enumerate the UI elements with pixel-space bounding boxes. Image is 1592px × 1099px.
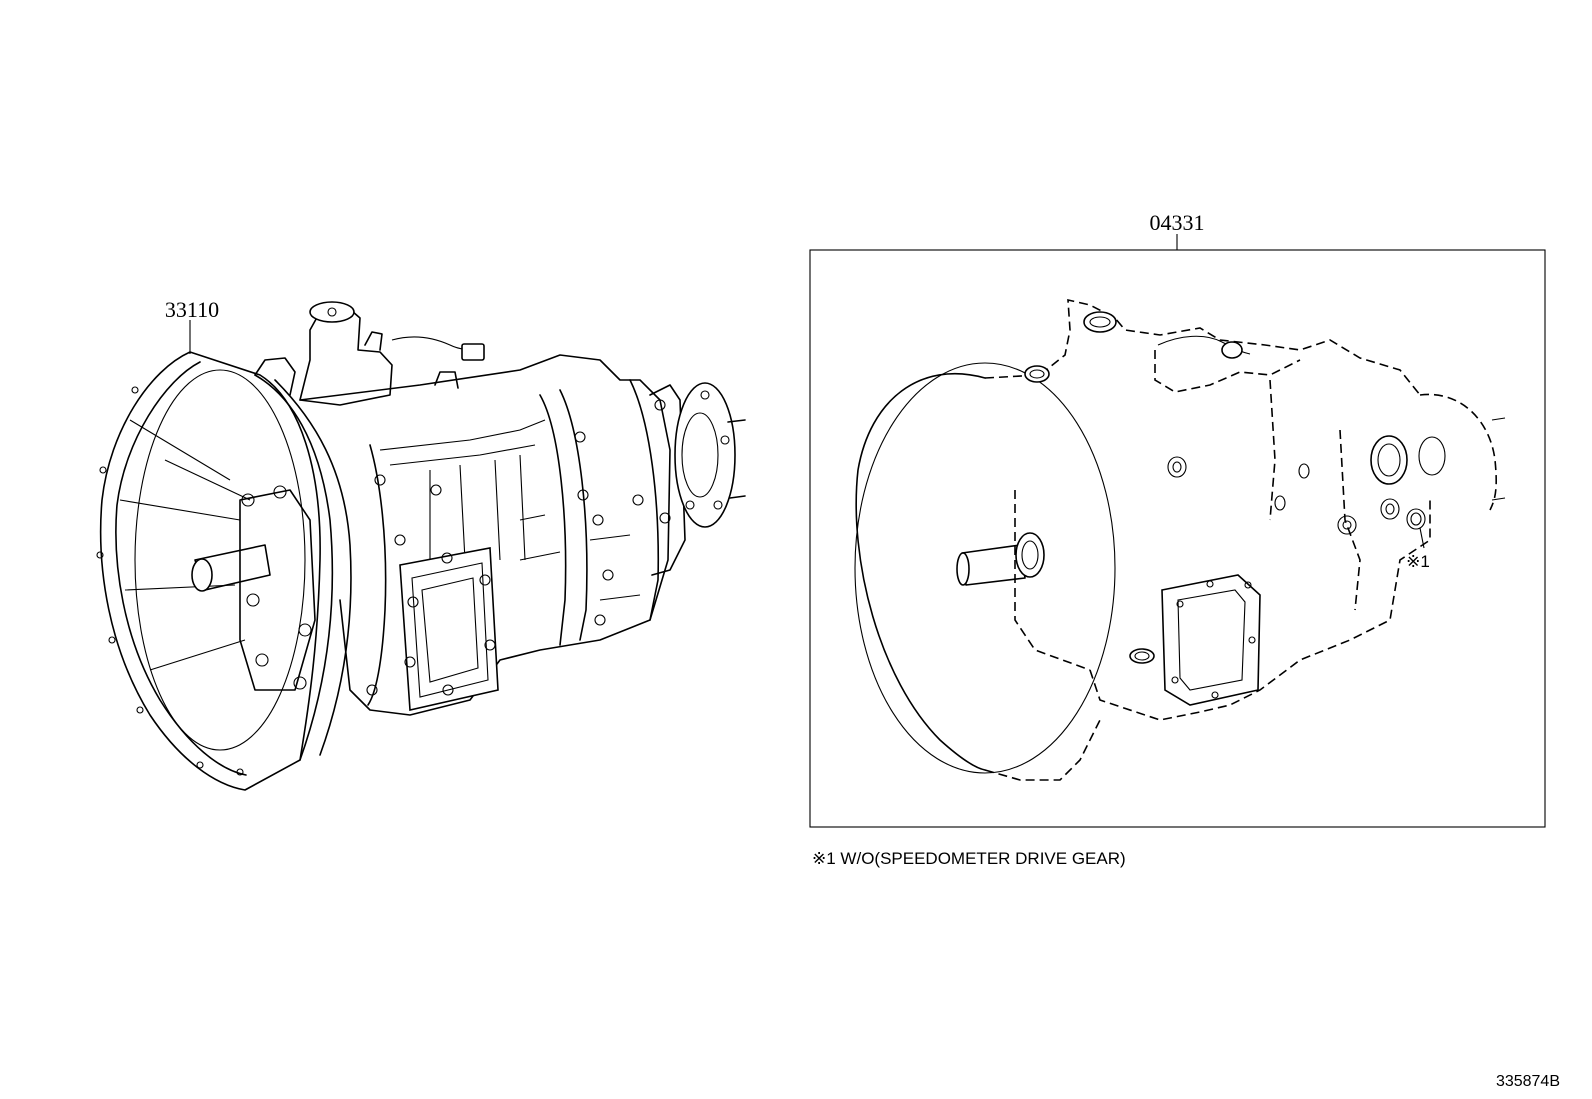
gasket-kit-drawing xyxy=(854,298,1506,781)
transmission-assembly-drawing xyxy=(96,301,746,791)
gasket-kit-frame xyxy=(809,249,1546,828)
mark-ref-label: ※1 xyxy=(1406,552,1430,571)
part-number-33110[interactable]: 33110 xyxy=(165,297,219,322)
footnote-text: ※1 W/O(SPEEDOMETER DRIVE GEAR) xyxy=(812,849,1126,868)
diagram-code: 335874B xyxy=(1496,1073,1560,1090)
part-number-04331[interactable]: 04331 xyxy=(1150,210,1205,235)
